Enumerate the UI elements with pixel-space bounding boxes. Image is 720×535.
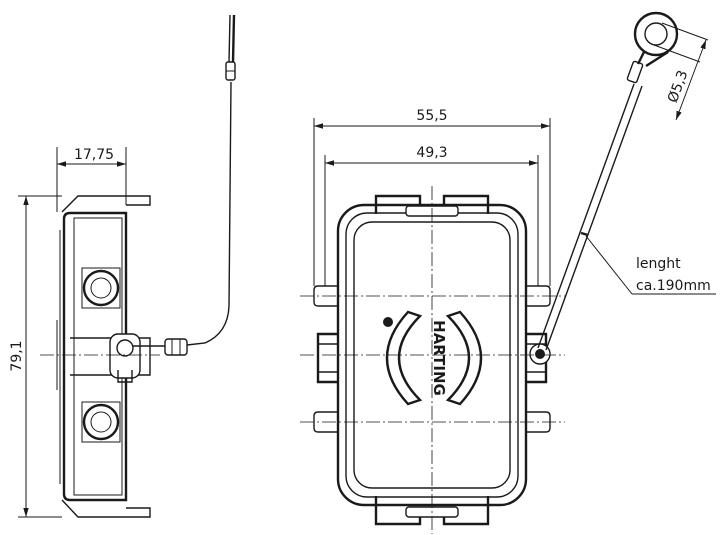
dim-ring-diameter: Ø5,3	[665, 68, 691, 105]
dim-inner-width: 49,3	[416, 145, 447, 161]
dim-side-width: 17,75	[74, 147, 114, 163]
side-view	[40, 14, 236, 518]
front-centerlines	[300, 186, 565, 534]
dim-overall-width: 55,5	[416, 108, 447, 124]
logo-text: HARTING	[430, 320, 448, 396]
ring-diameter-dimension: Ø5,3	[653, 22, 709, 121]
front-dimensions: 55,5 49,3	[313, 108, 551, 286]
dim-height: 79,1	[9, 340, 25, 371]
front-lanyard	[537, 11, 679, 351]
length-annotation: lenght ca.190mm	[585, 235, 716, 295]
harting-logo: HARTING	[385, 310, 483, 406]
annotation-length-value: ca.190mm	[636, 278, 711, 294]
annotation-length-label: lenght	[636, 256, 681, 272]
side-dimensions: 17,75 79,1	[9, 147, 127, 518]
